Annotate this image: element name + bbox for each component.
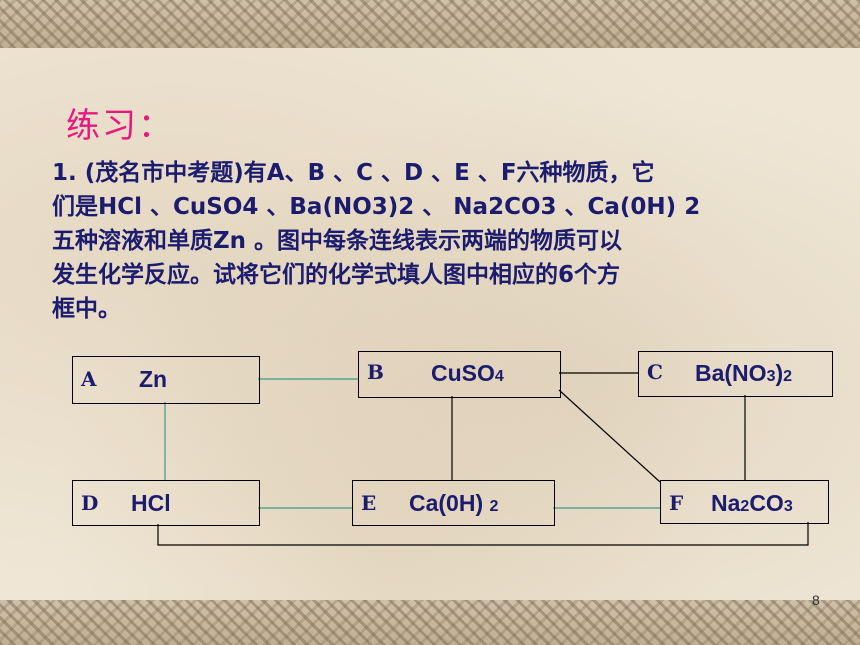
box-b-formula: CuSO4 bbox=[431, 360, 504, 386]
box-f-letter: F bbox=[669, 491, 684, 515]
box-c: C Ba(NO3)2 bbox=[638, 351, 833, 397]
question-text: 1. (茂名市中考题)有A、B 、C 、D 、E 、F六种物质，它 们是HCl … bbox=[52, 156, 792, 326]
page-number: 8 bbox=[812, 592, 820, 608]
line-b-f bbox=[558, 389, 661, 483]
box-b: B CuSO4 bbox=[358, 351, 561, 398]
box-a-letter: A bbox=[81, 367, 97, 391]
question-line-5: 框中。 bbox=[52, 296, 121, 322]
box-f-formula: Na2CO3 bbox=[711, 490, 793, 516]
question-line-3: 五种溶液和单质Zn 。图中每条连线表示两端的物质可以 bbox=[52, 228, 623, 254]
question-line-1: 1. (茂名市中考题)有A、B 、C 、D 、E 、F六种物质，它 bbox=[52, 160, 655, 186]
line-d-f bbox=[157, 522, 809, 546]
box-a: A Zn bbox=[72, 356, 260, 404]
box-f: F Na2CO3 bbox=[660, 480, 829, 524]
box-e-formula: Ca(0H) 2 bbox=[409, 490, 499, 516]
question-line-2: 们是HCl 、CuSO4 、Ba(NO3)2 、 Na2CO3 、Ca(0H) … bbox=[52, 194, 701, 220]
decorative-border-bottom bbox=[0, 600, 860, 645]
box-d-formula: HCl bbox=[131, 490, 171, 516]
question-line-4: 发生化学反应。试将它们的化学式填人图中相应的6个方 bbox=[52, 262, 621, 288]
decorative-border-top bbox=[0, 0, 860, 48]
slide-title: 练习： bbox=[66, 106, 174, 146]
box-a-formula: Zn bbox=[139, 366, 168, 392]
box-e-letter: E bbox=[361, 491, 377, 515]
box-e: E Ca(0H) 2 bbox=[352, 480, 555, 526]
box-b-letter: B bbox=[367, 360, 384, 384]
box-c-formula: Ba(NO3)2 bbox=[695, 360, 793, 386]
box-d-letter: D bbox=[81, 491, 99, 515]
box-d: D HCl bbox=[72, 480, 260, 526]
box-c-letter: C bbox=[647, 360, 663, 384]
